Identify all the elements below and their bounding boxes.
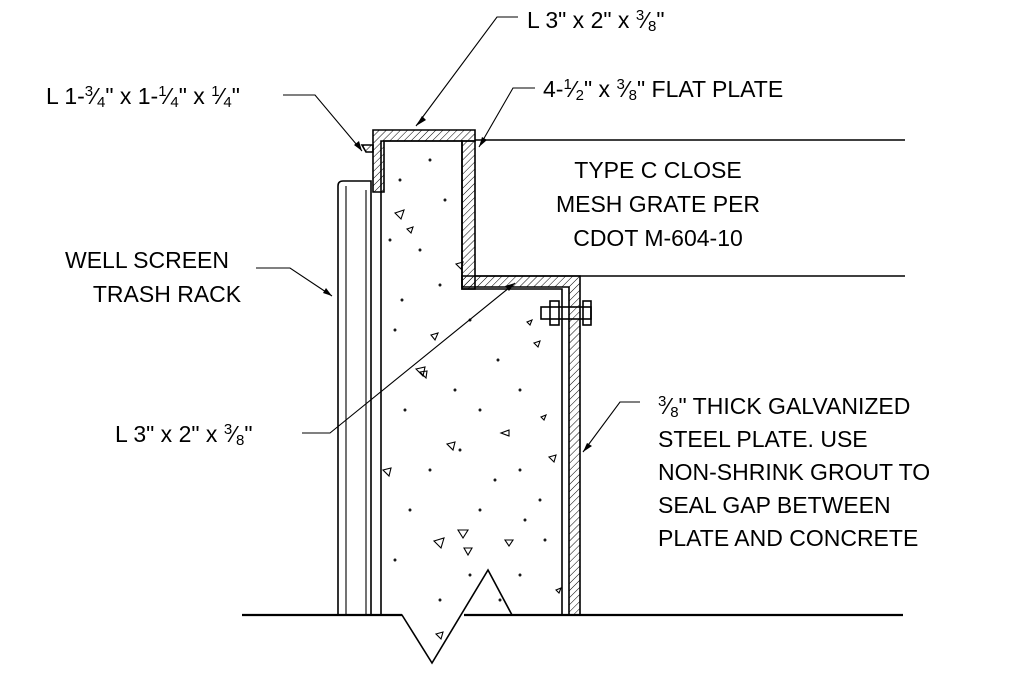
- grate-label-line-3: CDOT M-604-10: [573, 225, 743, 251]
- steel-plate-label-line-4: SEAL GAP BETWEEN: [658, 492, 891, 518]
- well-screen-trash-rack: [337, 180, 372, 615]
- arrowhead-icon: [323, 288, 332, 296]
- well-screen-label-line-1: WELL SCREEN: [65, 247, 229, 273]
- arrowhead-icon: [354, 141, 362, 151]
- steel-plate-label: 3⁄8" THICK GALVANIZED STEEL PLATE. USE N…: [658, 393, 930, 551]
- grate-label-line-2: MESH GRATE PER: [556, 191, 760, 217]
- arrowhead-icon: [505, 283, 515, 291]
- well-screen-label-line-2: TRASH RACK: [93, 281, 242, 307]
- mesh-grate: [475, 139, 905, 277]
- anchor-bolt: [540, 300, 592, 326]
- concrete-aggregate-stipple: [381, 158, 562, 641]
- well-screen-label: WELL SCREEN TRASH RACK: [65, 247, 242, 307]
- small-angle-label: L 1-3⁄4" x 1-1⁄4" x 1⁄4": [46, 83, 240, 111]
- steel-plate-label-line-1: 3⁄8" THICK GALVANIZED: [658, 393, 910, 421]
- grate-label-line-1: TYPE C CLOSE: [574, 157, 741, 183]
- steel-plate-label-line-5: PLATE AND CONCRETE: [658, 525, 918, 551]
- flat-plate-label: 4-1⁄2" x 3⁄8" FLAT PLATE: [543, 76, 783, 104]
- lower-angle-label: L 3" x 2" x 3⁄8": [115, 421, 253, 449]
- steel-plate-label-line-3: NON-SHRINK GROUT TO: [658, 459, 930, 485]
- grate-label: TYPE C CLOSE MESH GRATE PER CDOT M-604-1…: [556, 157, 760, 251]
- small-angle-steel: [360, 144, 374, 153]
- arrowhead-icon: [583, 443, 592, 452]
- leader-lines: [256, 16, 640, 453]
- arrowhead-icon: [416, 116, 426, 126]
- arrowhead-icon: [479, 137, 487, 147]
- top-angle-label: L 3" x 2" x 3⁄8": [527, 7, 665, 35]
- top-angle-steel: [372, 129, 476, 193]
- flat-plate-steel: [461, 140, 476, 290]
- steel-plate-label-line-2: STEEL PLATE. USE: [658, 426, 868, 452]
